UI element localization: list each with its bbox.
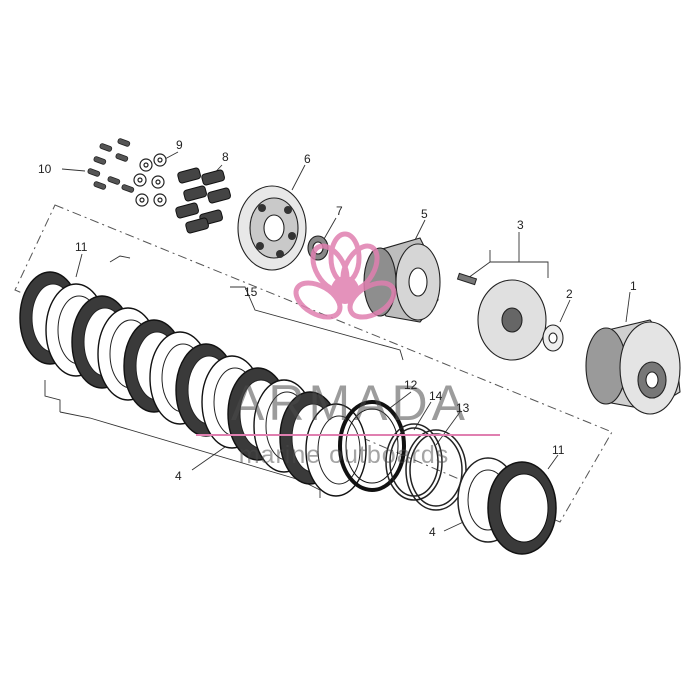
callout-11: 11	[75, 240, 88, 254]
callout-14: 14	[429, 389, 443, 403]
callout-9: 9	[176, 138, 183, 152]
watermark-title: ARMADA	[231, 375, 469, 431]
clutch-plate-stack	[19, 271, 367, 497]
pressure-plate	[237, 185, 307, 271]
callout-11-lower: 11	[552, 443, 565, 457]
callout-12: 12	[404, 378, 418, 392]
leader-lines	[44, 151, 631, 532]
friction-plate-outer	[487, 461, 557, 555]
callout-8: 8	[222, 150, 229, 164]
friction-ring	[338, 400, 406, 492]
callout-labels: 1 2 3 4 4 5 6 7 8 9 10 11 11 12 13 14 15	[38, 138, 637, 539]
spring-washers	[133, 153, 167, 207]
callout-2: 2	[566, 287, 573, 301]
callout-3: 3	[517, 218, 524, 232]
logo-petal	[347, 280, 397, 320]
callout-4: 4	[175, 469, 182, 483]
assembly-boundary	[14, 204, 613, 523]
callout-5: 5	[421, 207, 428, 221]
bolts	[87, 138, 135, 193]
callout-15: 15	[244, 285, 258, 299]
thrust-washer	[542, 324, 564, 352]
callout-6: 6	[304, 152, 311, 166]
callout-13: 13	[456, 401, 470, 415]
clutch-basket	[585, 319, 681, 415]
callout-10: 10	[38, 162, 52, 176]
callout-4-lower: 4	[429, 525, 436, 539]
watermark-subtitle: marine outboards	[239, 441, 450, 469]
clutch-springs	[175, 167, 232, 234]
logo-petal	[293, 280, 343, 320]
callout-7: 7	[336, 204, 343, 218]
callout-1: 1	[630, 279, 637, 293]
inner-hub-assembly	[456, 272, 547, 361]
armada-logo	[293, 231, 397, 320]
